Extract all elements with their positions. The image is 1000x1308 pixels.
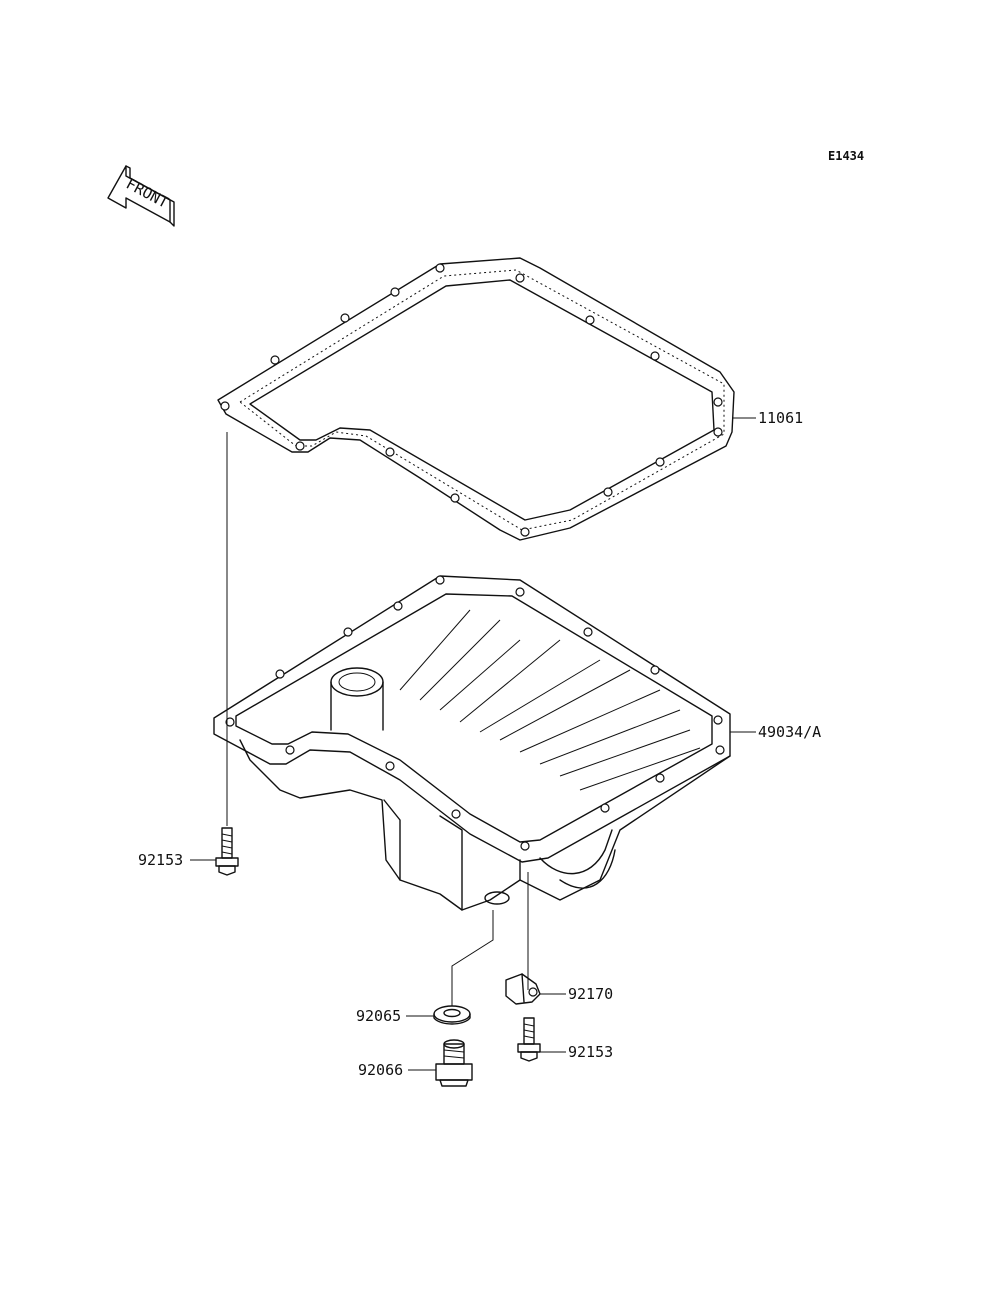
part-label-oil-pan: 49034/A: [758, 723, 821, 741]
oil-pan-part: [213, 575, 731, 911]
drain-plug-part: [435, 1039, 473, 1087]
bolt-right-part: [517, 1017, 541, 1062]
gasket-part: [217, 257, 735, 541]
part-label-gasket: 11061: [758, 409, 803, 427]
bolt-left-part: [215, 827, 239, 876]
front-arrow-icon: FRONT: [107, 165, 175, 227]
part-label-washer: 92065: [356, 1007, 401, 1025]
part-label-bolt-left: 92153: [138, 851, 183, 869]
leader-line-washer: [451, 910, 494, 1006]
part-label-bolt-right: 92153: [568, 1043, 613, 1061]
part-label-drain-plug: 92066: [358, 1061, 403, 1079]
clamp-part: [505, 973, 541, 1005]
front-arrow-label: FRONT: [123, 175, 171, 212]
part-label-clamp: 92170: [568, 985, 613, 1003]
washer-part: [433, 1005, 471, 1025]
diagram-code: E1434: [828, 149, 864, 163]
